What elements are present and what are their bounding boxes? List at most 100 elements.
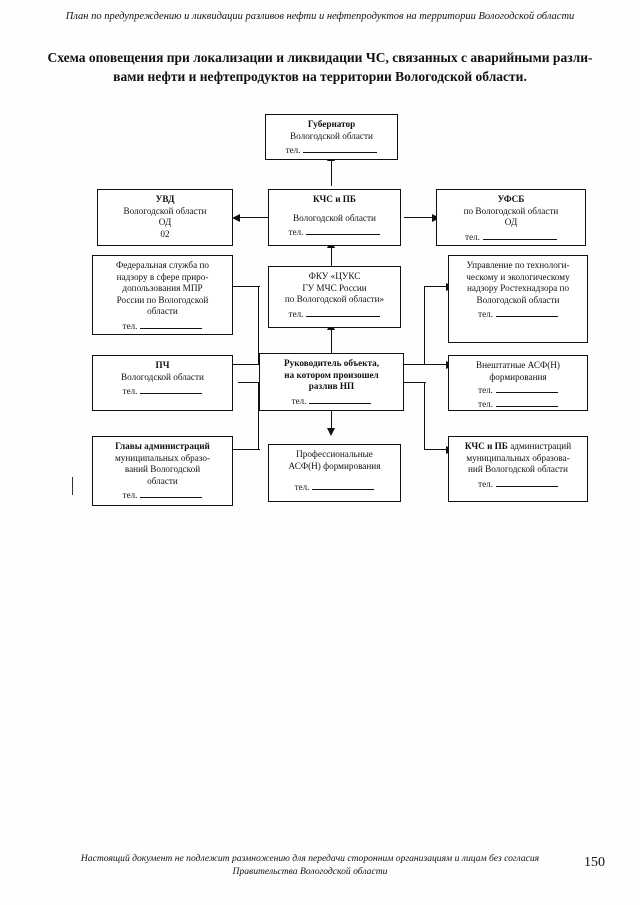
box-nonstaff-asf-line-2: формирования (489, 371, 547, 382)
box-professional-asf-phone[interactable]: тел. (269, 481, 400, 494)
box-uvd-line-4: 02 (160, 228, 170, 239)
page-title-line-2: вами нефти и нефтепродуктов на территори… (113, 69, 527, 84)
box-cuks-line-3: по Вологодской области» (284, 294, 385, 305)
connector-right-bus-lower (424, 382, 426, 450)
phone-blank-line[interactable] (495, 398, 558, 407)
phone-label: тел. (294, 482, 310, 493)
running-header: План по предупреждению и ликвидации разл… (60, 10, 580, 24)
box-ufsb-line-3: ОД (504, 217, 518, 228)
box-kchs-municipal-line-1: КЧС и ПБ администраций (449, 441, 587, 453)
arrow-left-uvd (232, 213, 240, 222)
phone-label: тел. (285, 145, 301, 156)
phone-blank-line[interactable] (482, 231, 557, 240)
box-kchs-pb-line-1: КЧС и ПБ (312, 194, 357, 204)
box-pch[interactable]: ПЧ Вологодской области тел. (92, 355, 233, 411)
connector-cuks-to-kchs (331, 246, 333, 268)
phone-blank-line[interactable] (495, 384, 558, 394)
phone-blank-line[interactable] (312, 481, 375, 491)
box-rostehnadzor[interactable]: Управление по технологи- ческому и эколо… (448, 255, 588, 343)
phone-label: тел. (288, 227, 304, 238)
box-nonstaff-asf-phone-2[interactable]: тел. (449, 398, 587, 411)
box-rosprirodnadzor-line-5: области (147, 306, 178, 317)
phone-blank-line[interactable] (495, 308, 558, 318)
connector-leader-to-cuks (331, 328, 333, 354)
connector-left-bus-upper (258, 286, 260, 365)
box-uvd-line-1: УВД (155, 194, 175, 204)
box-municipal-heads-phone[interactable]: тел. (93, 489, 232, 502)
connector-right-to-rostehnadzor (424, 286, 448, 288)
notification-scheme-diagram: Губернатор Вологодской области тел. УВД … (0, 100, 640, 530)
box-rosprirodnadzor[interactable]: Федеральная служба по надзору в сфере пр… (92, 255, 233, 335)
box-facility-leader-phone[interactable]: тел. (260, 395, 403, 408)
box-kchs-municipal[interactable]: КЧС и ПБ администраций муниципальных обр… (448, 436, 588, 502)
connector-right-bus-upper (424, 286, 426, 365)
connector-left-bus-lower (258, 382, 260, 450)
box-kchs-pb[interactable]: КЧС и ПБ Вологодской области тел. (268, 189, 401, 246)
box-facility-leader[interactable]: Руководитель объекта, на котором произош… (259, 353, 404, 411)
running-header-line-1: План по предупреждению и ликвидации разл… (65, 11, 476, 22)
phone-blank-line[interactable] (303, 144, 378, 154)
connector-leader-to-prof (331, 396, 333, 428)
connector-kchs-to-ufsb (404, 217, 434, 219)
phone-label: тел. (478, 478, 493, 489)
box-governor-line-2: Вологодской области (290, 130, 373, 141)
phone-blank-line[interactable] (306, 226, 381, 236)
page-footer: Настоящий документ не подлежит размножен… (60, 852, 560, 878)
box-ufsb-line-2: по Вологодской области (463, 205, 559, 216)
box-governor-phone[interactable]: тел. (266, 144, 397, 157)
page-title-line-1: Схема оповещения при локализации и ликви… (47, 50, 593, 65)
box-pch-phone[interactable]: тел. (93, 385, 232, 398)
running-header-line-2: Вологодской области (478, 11, 575, 22)
box-ufsb-phone[interactable]: тел. (437, 231, 585, 244)
box-governor[interactable]: Губернатор Вологодской области тел. (265, 114, 398, 160)
phone-blank-line[interactable] (306, 308, 381, 317)
phone-label: тел. (122, 386, 138, 397)
box-ufsb[interactable]: УФСБ по Вологодской области ОД тел. (436, 189, 586, 246)
box-professional-asf-line-1: Профессиональные (296, 449, 373, 459)
box-kchs-municipal-line-2: муниципальных образова- (466, 452, 570, 463)
box-municipal-heads-line-3: ваний Вологодской (124, 464, 201, 475)
phone-blank-line[interactable] (140, 385, 203, 395)
box-professional-asf-line-2: АСФ(Н) формирования (288, 460, 381, 471)
phone-blank-line[interactable] (140, 320, 203, 329)
box-rostehnadzor-line-1: Управление по технологи- (466, 260, 570, 270)
box-cuks[interactable]: ФКУ «ЦУКС ГУ МЧС России по Вологодской о… (268, 266, 401, 328)
page-footer-line-1: Настоящий документ не подлежит размножен… (80, 853, 502, 864)
box-kchs-municipal-phone[interactable]: тел. (449, 478, 587, 491)
box-rostehnadzor-phone[interactable]: тел. (449, 308, 587, 321)
box-professional-asf[interactable]: Профессиональные АСФ(Н) формирования тел… (268, 444, 401, 502)
box-kchs-municipal-line-3: ний Вологодской области (468, 464, 568, 475)
box-rosprirodnadzor-line-4: России по Вологодской (116, 294, 209, 305)
box-uvd[interactable]: УВД Вологодской области ОД 02 (97, 189, 233, 246)
phone-label: тел. (291, 395, 307, 406)
connector-left-to-pch (228, 364, 260, 366)
box-facility-leader-line-1: Руководитель объекта, (283, 358, 379, 368)
connector-right-to-vneshtat (404, 364, 448, 366)
box-municipal-heads-line-4: области (147, 475, 178, 486)
box-kchs-pb-phone[interactable]: тел. (269, 226, 400, 239)
box-nonstaff-asf[interactable]: Внештатные АСФ(Н) формирования тел. тел. (448, 355, 588, 411)
box-rosprirodnadzor-phone[interactable]: тел. (93, 320, 232, 333)
page-number: 150 (584, 855, 605, 870)
page-footer-line-2: согласия Правительства Вологодской облас… (232, 853, 540, 877)
connector-kchs-to-governor (331, 160, 333, 186)
box-cuks-phone[interactable]: тел. (269, 308, 400, 321)
box-kchs-municipal-line-1-bold: КЧС и ПБ (464, 441, 508, 451)
box-kchs-pb-line-2: Вологодской области (293, 212, 376, 223)
box-pch-line-2: Вологодской области (121, 371, 204, 382)
connector-leader-right-stub-lower (404, 382, 426, 384)
box-municipal-heads[interactable]: Главы администраций муниципальных образо… (92, 436, 233, 506)
box-rostehnadzor-line-4: Вологодской области (476, 294, 560, 305)
box-cuks-line-1: ФКУ «ЦУКС (308, 271, 361, 281)
phone-blank-line[interactable] (140, 489, 203, 499)
box-cuks-line-2: ГУ МЧС России (302, 282, 367, 293)
box-rosprirodnadzor-line-3: допользования МПР (122, 283, 203, 294)
phone-blank-line[interactable] (495, 478, 558, 487)
phone-blank-line[interactable] (309, 395, 372, 404)
box-rostehnadzor-line-2: ческому и экологическому (466, 271, 570, 282)
box-uvd-line-2: Вологодской области (123, 205, 207, 216)
arrow-down-prof (327, 428, 335, 436)
box-nonstaff-asf-line-1: Внештатные АСФ(Н) (476, 360, 560, 370)
box-nonstaff-asf-phone-1[interactable]: тел. (449, 384, 587, 397)
